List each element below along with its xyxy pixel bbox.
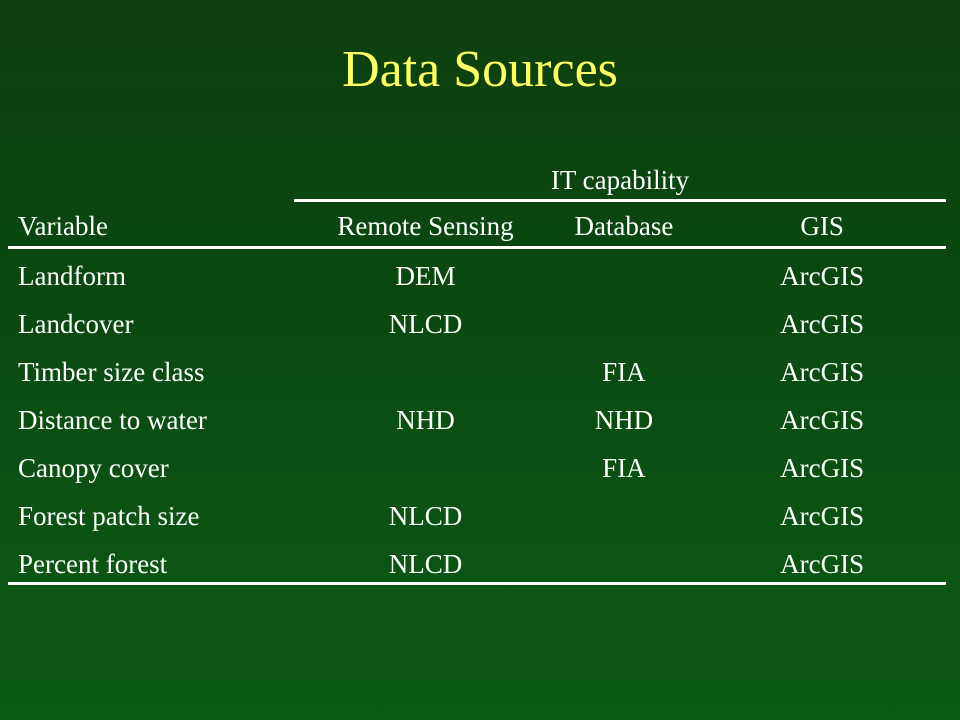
table-bottom-rule [8,582,946,585]
group-header-rule [294,199,946,202]
column-header-rule [8,246,946,249]
cell-gis: ArcGIS [780,309,865,339]
cell-variable: Landform [18,261,126,291]
table-row: Landform DEM ArcGIS [8,248,946,300]
cell-database: FIA [602,453,646,483]
cell-variable: Distance to water [18,405,207,435]
cell-variable: Forest patch size [18,501,200,531]
cell-gis: ArcGIS [780,357,865,387]
cell-variable: Canopy cover [18,453,169,483]
cell-database [550,492,699,540]
cell-database [550,540,699,588]
cell-remote-sensing: NHD [396,405,455,435]
cell-remote-sensing: DEM [395,261,456,291]
it-capability-header: IT capability [550,165,690,195]
table-row: Landcover NLCD ArcGIS [8,300,946,348]
cell-gis: ArcGIS [780,453,865,483]
cell-variable: Percent forest [18,549,168,579]
cell-database: FIA [602,357,646,387]
table-row: Canopy cover FIA ArcGIS [8,444,946,492]
cell-remote-sensing [302,444,550,492]
cell-database [550,248,699,300]
table-row: Timber size class FIA ArcGIS [8,348,946,396]
column-header-gis: GIS [800,211,844,241]
cell-variable: Landcover [18,309,134,339]
column-header-variable: Variable [18,211,108,241]
cell-variable: Timber size class [18,357,205,387]
cell-database [550,300,699,348]
cell-gis: ArcGIS [780,261,865,291]
cell-gis: ArcGIS [780,501,865,531]
cell-remote-sensing: NLCD [388,309,463,339]
cell-gis: ArcGIS [780,549,865,579]
cell-remote-sensing [302,348,550,396]
column-header-remote-sensing: Remote Sensing [337,211,514,241]
table-row: Distance to water NHD NHD ArcGIS [8,396,946,444]
column-header-database: Database [574,211,674,241]
cell-remote-sensing: NLCD [388,501,463,531]
cell-gis: ArcGIS [780,405,865,435]
table-header-row: Variable Remote Sensing Database GIS [8,204,946,248]
data-sources-table: Variable Remote Sensing Database GIS Lan… [8,204,946,588]
table-row: Forest patch size NLCD ArcGIS [8,492,946,540]
slide-title: Data Sources [342,41,618,98]
cell-remote-sensing: NLCD [388,549,463,579]
cell-database: NHD [594,405,654,435]
table-row: Percent forest NLCD ArcGIS [8,540,946,588]
